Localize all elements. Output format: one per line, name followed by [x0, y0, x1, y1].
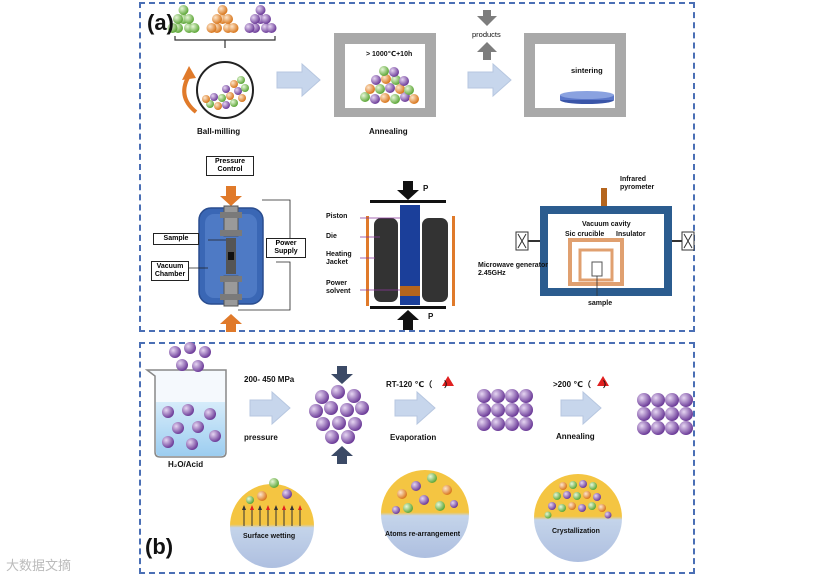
microwave-furnace [515, 188, 695, 296]
crystallization-inset [534, 474, 622, 562]
pressure-range-label: 200- 450 MPa [244, 375, 295, 384]
pressure-chamber [186, 186, 291, 332]
products-label: products [472, 30, 501, 39]
ball-mill-jar [182, 61, 254, 119]
surface-wetting-inset [230, 478, 314, 568]
heating-jacket-label: Heating Jacket [326, 251, 352, 266]
pressure-top-label: P [423, 184, 429, 193]
panel-a-label: (a) [147, 10, 174, 35]
mw-sample-label: sample [588, 300, 613, 307]
powder-groups [167, 5, 277, 48]
insulator-label: Insulator [616, 231, 646, 238]
piston-label: Piston [326, 213, 348, 220]
sic-crucible-label: Sic crucible [565, 231, 605, 238]
annealing-furnace [334, 33, 436, 117]
compressed-particles [309, 385, 369, 444]
power-solvent-label: Power solvent [326, 280, 351, 295]
vacuum-cavity-label: Vacuum cavity [582, 221, 631, 228]
pressure-bottom-label: P [428, 312, 434, 321]
watermark: 大数据文摘 [6, 558, 72, 573]
panel-b [139, 342, 695, 574]
rt-temp-label: RT-120 ℃（） [386, 380, 453, 389]
microwave-generator-label: Microwave generator 2.45GHz [478, 262, 549, 277]
compress-arrows [331, 366, 353, 464]
heat-icon [442, 376, 609, 386]
process-arrows-a [276, 62, 512, 98]
atoms-rearrangement-inset [381, 470, 469, 558]
die-label: Die [326, 233, 337, 240]
panel-a [139, 2, 695, 332]
sample-label: Sample [153, 233, 199, 245]
sintering-label: sintering [571, 66, 603, 75]
power-supply-label: Power Supply [266, 238, 306, 258]
sintering-furnace [524, 33, 626, 117]
evaporation-label: Evaporation [390, 433, 437, 442]
pressure-label: pressure [244, 433, 278, 442]
anneal-temp-label: >200 ℃（） [553, 380, 611, 389]
panel-b-label: (b) [145, 534, 174, 559]
atoms-rearrangement-label: Atoms re-arrangement [385, 531, 461, 538]
surface-wetting-label: Surface wetting [243, 533, 296, 540]
furnace-temp-label: > 1000℃+10h [366, 51, 413, 58]
packed-particles-1 [477, 389, 533, 431]
ball-milling-label: Ball-milling [197, 127, 241, 136]
annealing-b-label: Annealing [556, 432, 595, 441]
hot-press-die [360, 181, 455, 330]
crystallization-label: Crystallization [552, 528, 600, 535]
beaker [144, 342, 227, 458]
vacuum-chamber-label: Vacuum Chamber [151, 261, 189, 281]
packed-particles-2 [637, 393, 693, 435]
annealing-label: Annealing [369, 127, 408, 136]
pressure-control-label: Pressure Control [206, 156, 254, 176]
process-arrows-b [249, 390, 602, 426]
h2o-acid-label: H₂O/Acid [168, 460, 204, 469]
products-arrows [477, 10, 497, 60]
infrared-pyrometer-label: Infrared pyrometer [620, 176, 655, 191]
